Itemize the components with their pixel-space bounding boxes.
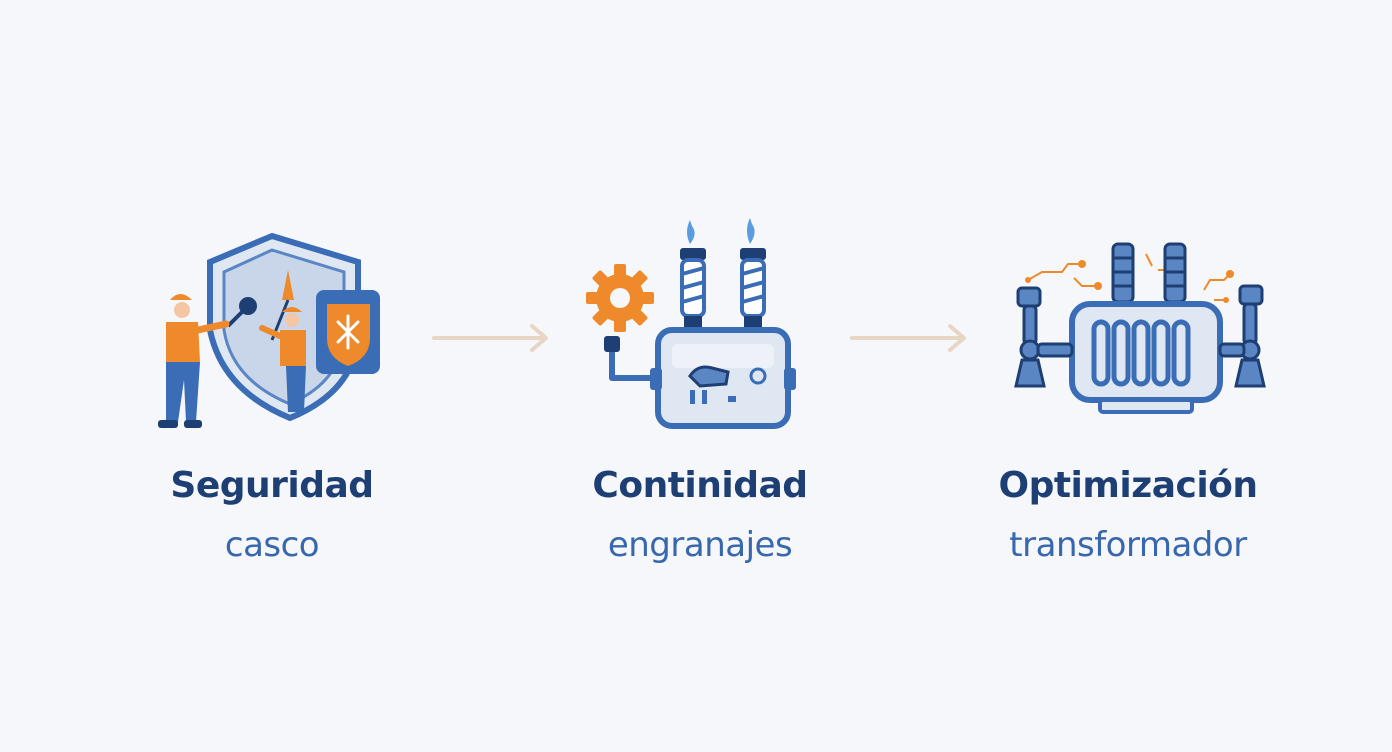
- step-subtitle: transformador: [1009, 525, 1247, 565]
- transformer-robot-arms-icon: [978, 200, 1278, 450]
- step-subtitle: casco: [224, 525, 320, 565]
- step-title: Seguridad: [170, 465, 374, 506]
- arrow-right-icon: [430, 322, 552, 354]
- safety-shield-workers-icon: [122, 200, 422, 450]
- step-subtitle: engranajes: [607, 525, 793, 565]
- step-title: Optimización: [998, 465, 1258, 506]
- transformer-gear-icon: [550, 200, 850, 450]
- step-title: Continidad: [592, 465, 808, 506]
- arrow-right-icon: [848, 322, 970, 354]
